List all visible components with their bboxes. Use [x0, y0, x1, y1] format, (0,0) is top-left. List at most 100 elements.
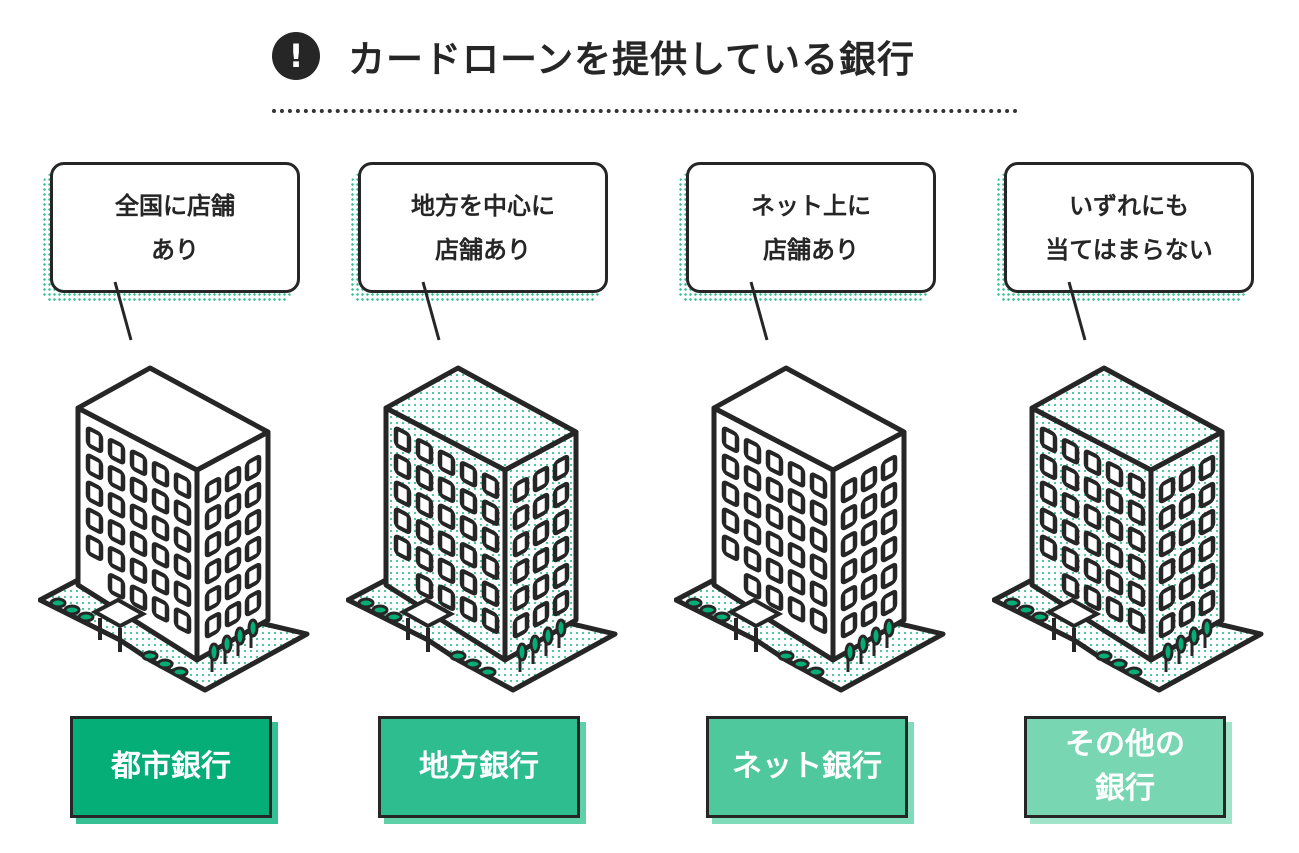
window — [459, 596, 478, 623]
shrub-icon — [449, 650, 467, 662]
window — [1198, 535, 1216, 563]
bank-label: 地方銀行 — [378, 716, 586, 824]
window — [512, 503, 530, 531]
window — [459, 515, 478, 542]
window — [532, 492, 550, 520]
window — [85, 426, 104, 453]
window — [765, 584, 784, 611]
window — [552, 454, 570, 482]
window — [552, 562, 570, 590]
window — [85, 534, 104, 561]
window — [85, 480, 104, 507]
window — [512, 611, 530, 639]
window — [880, 481, 898, 509]
window — [840, 611, 858, 639]
shrub-icon — [171, 666, 189, 678]
window — [840, 503, 858, 531]
window — [415, 546, 434, 573]
window — [393, 453, 412, 480]
window — [1083, 530, 1102, 557]
window — [151, 488, 170, 515]
shrub-icon — [1095, 650, 1113, 662]
window — [107, 438, 126, 465]
shrub-icon — [385, 611, 403, 623]
window — [809, 553, 828, 580]
building-illustration — [346, 281, 618, 693]
window — [552, 589, 570, 617]
window — [1178, 600, 1196, 628]
window — [787, 596, 806, 623]
window — [1105, 542, 1124, 569]
window — [1083, 476, 1102, 503]
shrub-icon — [699, 604, 717, 616]
window — [481, 472, 500, 499]
window — [129, 530, 148, 557]
shrub-icon — [141, 650, 159, 662]
window — [743, 546, 762, 573]
window — [532, 465, 550, 493]
window — [721, 426, 740, 453]
shrub-icon — [685, 597, 703, 609]
window — [787, 461, 806, 488]
window — [1178, 573, 1196, 601]
window — [860, 492, 878, 520]
window — [173, 499, 192, 526]
window — [1105, 569, 1124, 596]
bank-label: その他の 銀行 — [1024, 716, 1232, 824]
entrance-canopy — [1044, 597, 1102, 629]
window — [1127, 472, 1146, 499]
tree-icon — [234, 626, 246, 656]
window — [129, 476, 148, 503]
window — [721, 534, 740, 561]
window — [1158, 503, 1176, 531]
window — [481, 499, 500, 526]
window — [860, 546, 878, 574]
shrub-icon — [357, 597, 375, 609]
shrub-icon — [479, 666, 497, 678]
window — [552, 508, 570, 536]
window — [151, 569, 170, 596]
window — [512, 584, 530, 612]
speech-bubble: 全国に店舗 あり — [50, 162, 300, 293]
window — [173, 607, 192, 634]
bank-label-text: ネット銀行 — [706, 716, 908, 818]
tree-icon — [857, 634, 869, 664]
window — [204, 476, 222, 504]
window — [1105, 488, 1124, 515]
window — [1083, 557, 1102, 584]
window — [1198, 481, 1216, 509]
window — [1083, 449, 1102, 476]
window — [459, 461, 478, 488]
window — [532, 546, 550, 574]
window — [1039, 453, 1058, 480]
window — [1039, 507, 1058, 534]
window — [1061, 438, 1080, 465]
bubble-tail — [749, 281, 769, 341]
bank-label: 都市銀行 — [70, 716, 278, 824]
window — [459, 569, 478, 596]
window — [129, 449, 148, 476]
shrub-icon — [1125, 666, 1143, 678]
window — [1178, 546, 1196, 574]
window — [1198, 562, 1216, 590]
window — [765, 476, 784, 503]
window — [1083, 584, 1102, 611]
window — [107, 519, 126, 546]
bank-column: ネット上に 店舗あり ネット銀行 — [674, 0, 974, 853]
window — [1198, 589, 1216, 617]
window — [437, 557, 456, 584]
window — [204, 503, 222, 531]
window — [204, 584, 222, 612]
window — [765, 503, 784, 530]
speech-bubble: ネット上に 店舗あり — [686, 162, 936, 293]
window — [129, 503, 148, 530]
tree-icon — [844, 642, 856, 672]
window — [809, 472, 828, 499]
window — [415, 492, 434, 519]
tree-icon — [1175, 634, 1187, 664]
window — [787, 569, 806, 596]
window — [1083, 503, 1102, 530]
shrub-icon — [1110, 658, 1128, 670]
exclamation-icon: ! — [272, 32, 320, 80]
window — [532, 600, 550, 628]
